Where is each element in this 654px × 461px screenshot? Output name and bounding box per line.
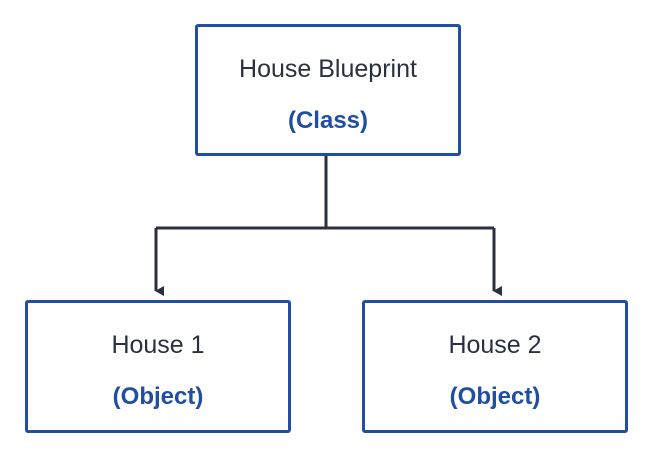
object-node-1-box: House 1 (Object): [25, 300, 291, 433]
object-node-2-box: House 2 (Object): [362, 300, 628, 433]
object-node-1-title: House 1: [111, 331, 205, 359]
class-node-subtitle: (Class): [287, 107, 369, 134]
object-node-2-subtitle: (Object): [449, 383, 541, 410]
class-node-title: House Blueprint: [239, 55, 417, 83]
object-node-2-title: House 2: [448, 331, 542, 359]
object-node-1-subtitle: (Object): [112, 383, 204, 410]
class-node-box: House Blueprint (Class): [195, 24, 461, 156]
